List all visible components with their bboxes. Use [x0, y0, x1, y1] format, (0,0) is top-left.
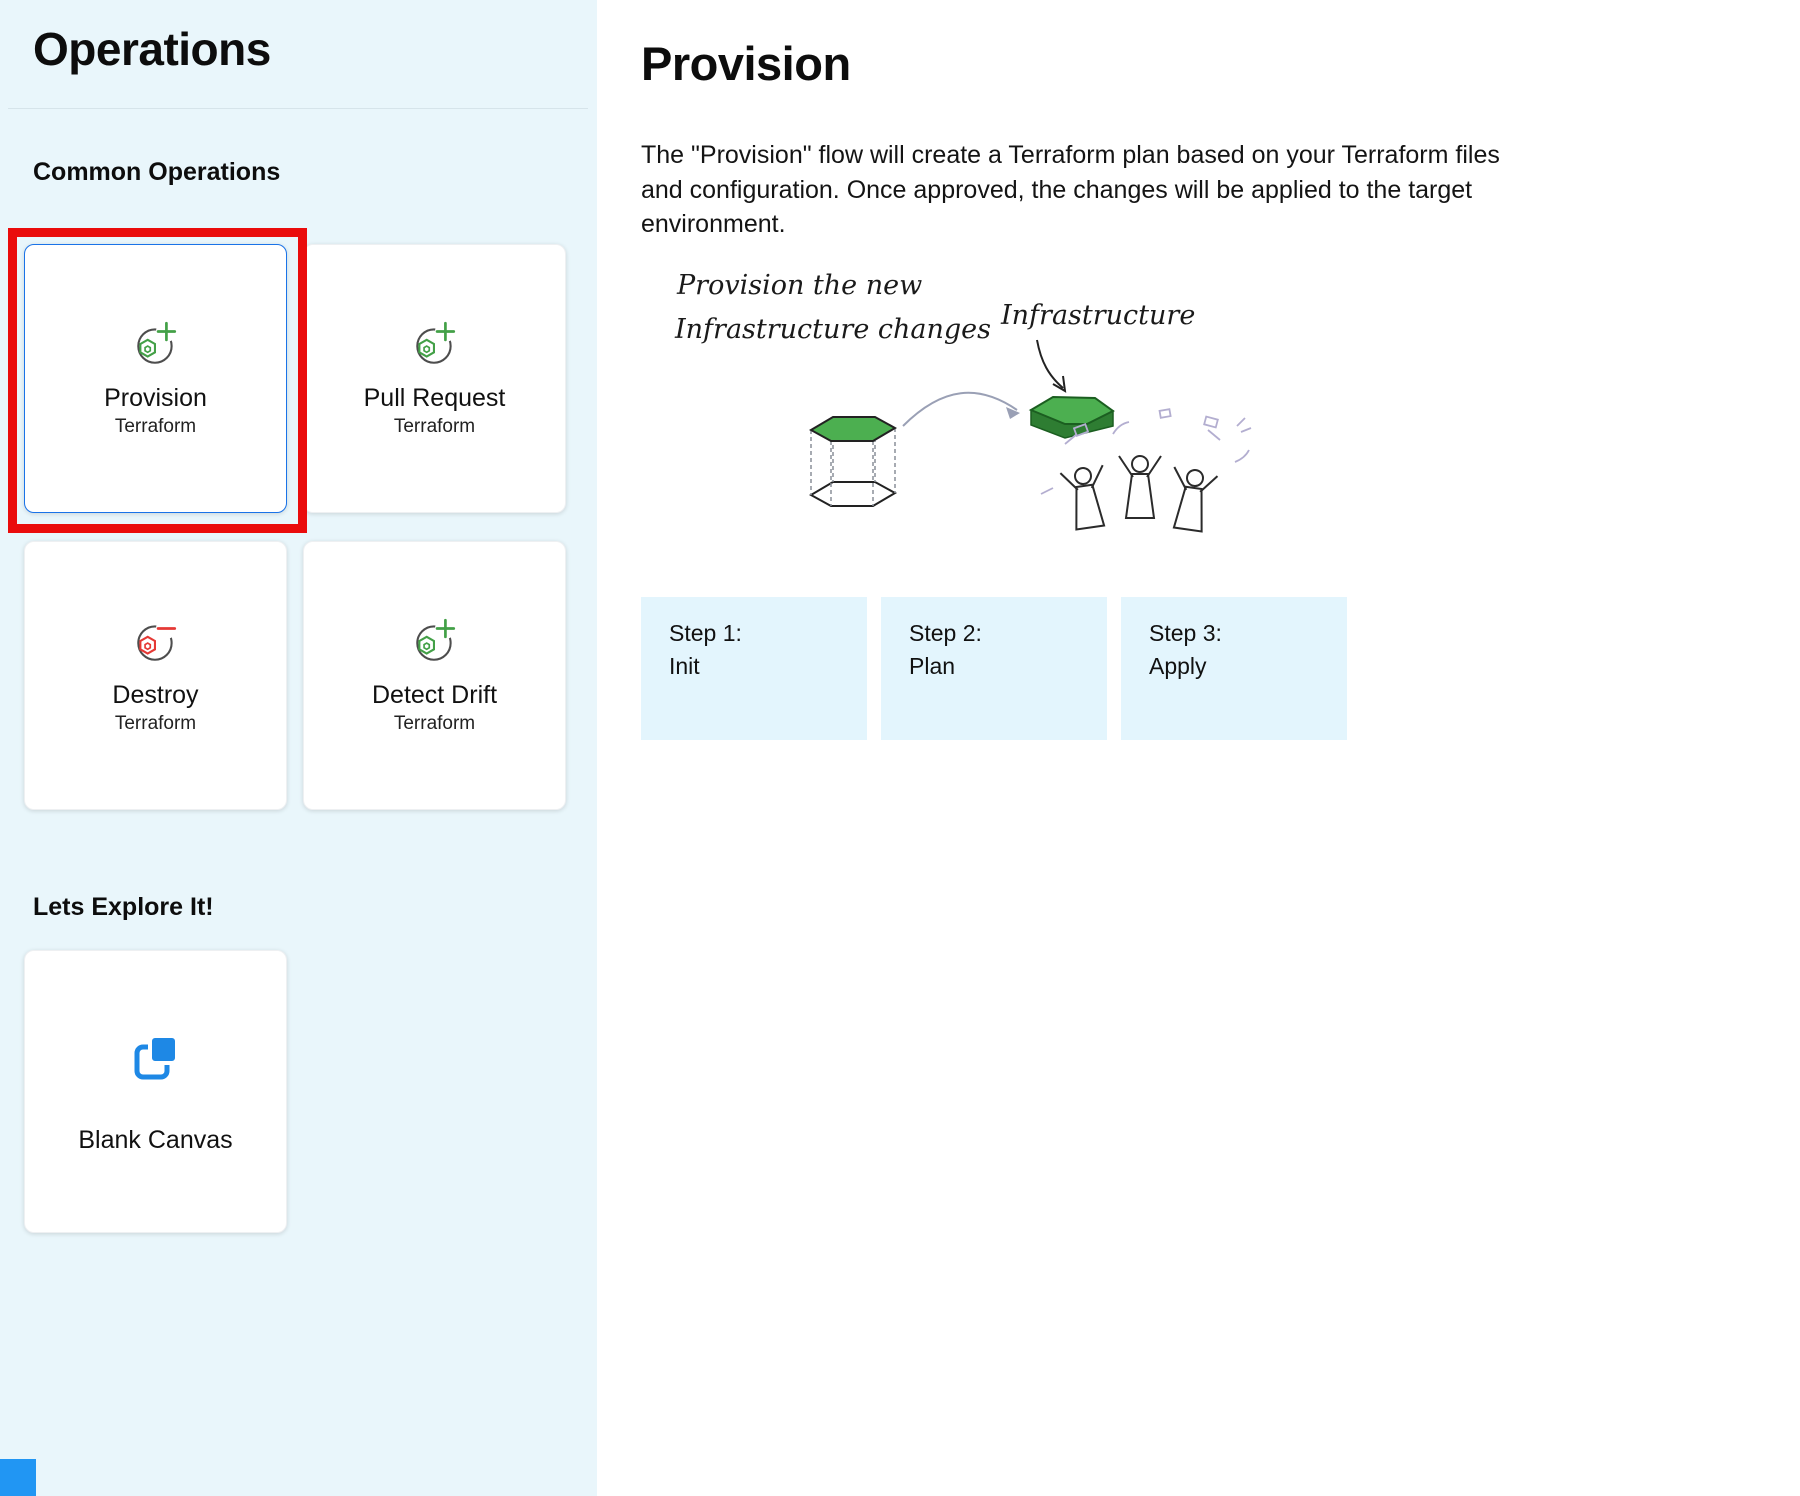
step-name: Plan	[909, 653, 956, 680]
provision-illustration: Provision the new Infrastructure changes…	[635, 258, 1295, 578]
section-heading-lets-explore: Lets Explore It!	[33, 893, 214, 921]
step-label: Step 3:	[1149, 620, 1222, 646]
operation-card-destroy[interactable]: Destroy Terraform	[24, 541, 287, 810]
card-sublabel: Terraform	[393, 713, 476, 734]
step-label: Step 1:	[669, 620, 742, 646]
blank-canvas-card[interactable]: Blank Canvas	[24, 950, 287, 1233]
step-box-2: Step 2: Plan	[881, 597, 1107, 740]
card-sublabel: Terraform	[114, 416, 197, 437]
page-title: Provision	[641, 37, 851, 90]
operation-card-provision[interactable]: Provision Terraform	[24, 244, 287, 513]
blank-canvas-icon	[127, 1029, 185, 1092]
down-arrow	[1036, 339, 1067, 393]
step-label: Step 2:	[909, 620, 982, 646]
operations-sidebar: Operations Common Operations Provision T…	[0, 0, 597, 1496]
step-name: Init	[669, 653, 700, 680]
card-label: Pull Request	[363, 384, 506, 412]
card-sublabel: Terraform	[114, 713, 197, 734]
terraform-provision-icon	[131, 319, 181, 374]
provision-description: The "Provision" flow will create a Terra…	[641, 141, 1500, 238]
terraform-destroy-icon	[131, 616, 181, 671]
illustration-caption-right: Infrastructure	[1000, 300, 1195, 331]
step-box-3: Step 3: Apply	[1121, 597, 1347, 740]
curved-arrow	[902, 391, 1020, 427]
terraform-pull-request-icon	[410, 319, 460, 374]
card-label: Provision	[104, 384, 207, 412]
step-box-1: Step 1: Init	[641, 597, 867, 740]
provision-detail-panel: Provision The "Provision" flow will crea…	[597, 0, 1800, 1496]
bottom-left-accent	[0, 1459, 36, 1496]
card-sublabel: Terraform	[393, 416, 476, 437]
wireframe-hexagon-sketch	[808, 416, 898, 507]
cheering-figures-sketch	[1059, 455, 1219, 533]
illustration-caption-line2: Infrastructure changes	[674, 314, 991, 345]
confetti-sketch	[1040, 408, 1252, 495]
divider	[8, 108, 588, 109]
card-label: Destroy	[112, 681, 199, 709]
illustration-caption-line1: Provision the new	[676, 270, 922, 301]
operation-card-pull-request[interactable]: Pull Request Terraform	[303, 244, 566, 513]
sidebar-title: Operations	[33, 23, 271, 75]
operation-card-detect-drift[interactable]: Detect Drift Terraform	[303, 541, 566, 810]
card-label: Blank Canvas	[78, 1125, 233, 1154]
step-name: Apply	[1149, 653, 1207, 680]
section-heading-common-operations: Common Operations	[33, 158, 281, 186]
green-hexagon	[1028, 395, 1115, 439]
terraform-detect-drift-icon	[410, 616, 460, 671]
card-label: Detect Drift	[371, 681, 498, 709]
steps-row: Step 1: Init Step 2: Plan Step 3: Apply	[641, 597, 1347, 740]
